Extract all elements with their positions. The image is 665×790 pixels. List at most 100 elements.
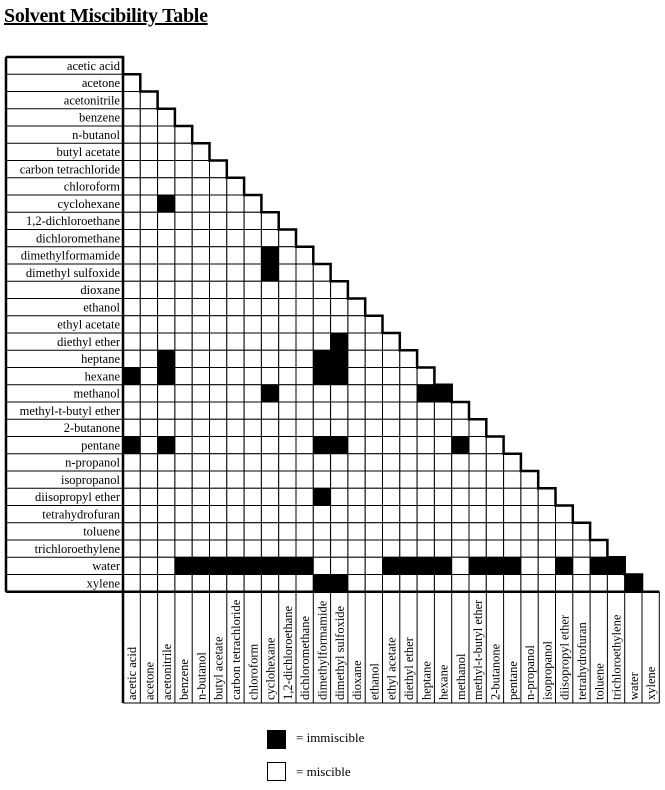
miscible-cell: [243, 470, 262, 489]
miscible-cell: [122, 418, 141, 437]
miscible-cell: [295, 280, 314, 299]
miscible-cell: [157, 470, 176, 489]
miscible-cell: [451, 418, 470, 437]
miscible-cell: [330, 280, 349, 299]
col-label-benzene: benzene: [177, 659, 191, 700]
miscible-cell: [122, 315, 141, 334]
miscible-cell: [209, 229, 228, 248]
miscible-cell: [260, 211, 280, 230]
miscible-cell: [191, 280, 210, 299]
miscible-cell: [295, 263, 314, 282]
immiscible-cell: [451, 436, 470, 455]
miscible-cell: [278, 384, 297, 403]
miscible-cell: [312, 384, 332, 403]
miscible-cell: [174, 522, 193, 541]
miscible-cell: [364, 522, 384, 541]
miscible-cell: [243, 211, 262, 230]
miscible-cell: [416, 418, 435, 437]
miscible-cell: [606, 574, 626, 593]
miscible-cell: [433, 401, 453, 420]
col-label-acetone: acetone: [142, 661, 156, 700]
miscible-cell: [451, 505, 470, 524]
miscible-cell: [139, 160, 159, 179]
immiscible-cell: [468, 556, 487, 575]
miscible-cell: [312, 280, 332, 299]
row-label-water: water: [92, 559, 121, 573]
miscible-cell: [399, 505, 418, 524]
row-label-tetrahydrofuran: tetrahydrofuran: [42, 507, 120, 521]
miscible-cell: [399, 401, 418, 420]
miscible-cell: [157, 246, 176, 265]
miscible-cell: [433, 539, 453, 558]
col-label-acetic-acid: acetic acid: [125, 646, 139, 700]
miscible-cell: [139, 211, 159, 230]
miscible-cell: [295, 487, 314, 506]
miscible-cell: [399, 470, 418, 489]
immiscible-cell: [295, 556, 314, 575]
miscible-cell: [468, 574, 487, 593]
miscible-cell: [139, 539, 159, 558]
miscible-cell: [537, 574, 557, 593]
miscible-cell: [295, 539, 314, 558]
immiscible-cell: [312, 574, 332, 593]
miscible-cell: [157, 332, 176, 351]
miscible-cell: [485, 505, 505, 524]
col-label-carbon-tetrachloride: carbon tetrachloride: [229, 599, 243, 700]
miscible-cell: [295, 384, 314, 403]
miscible-cell: [330, 505, 349, 524]
miscible-cell: [122, 73, 141, 92]
row-label-isopropanol: isopropanol: [61, 473, 121, 487]
row-label-acetic-acid: acetic acid: [67, 59, 121, 73]
miscible-cell: [157, 522, 176, 541]
miscible-cell: [243, 436, 262, 455]
miscible-cell: [174, 125, 193, 144]
col-label-diisopropyl-ether: diisopropyl ether: [558, 614, 572, 700]
row-label-butyl-acetate: butyl acetate: [56, 145, 120, 159]
miscible-cell: [503, 539, 522, 558]
miscible-cell: [191, 298, 210, 317]
miscible-cell: [451, 574, 470, 593]
miscible-cell: [157, 539, 176, 558]
miscible-cell: [139, 315, 159, 334]
miscible-cell: [485, 487, 505, 506]
miscible-cell: [451, 453, 470, 472]
miscible-cell: [399, 436, 418, 455]
col-label-n-propanol: n-propanol: [523, 645, 537, 700]
miscible-cell: [572, 574, 591, 593]
miscible-cell: [416, 401, 435, 420]
miscible-cell: [278, 470, 297, 489]
miscible-cell: [243, 263, 262, 282]
miscible-cell: [243, 505, 262, 524]
miscible-cell: [226, 246, 245, 265]
miscible-cell: [209, 418, 228, 437]
miscible-cell: [122, 280, 141, 299]
miscible-cell: [260, 418, 280, 437]
miscible-cell: [139, 436, 159, 455]
miscible-cell: [399, 487, 418, 506]
miscible-cell: [295, 367, 314, 386]
miscible-cell: [191, 384, 210, 403]
miscible-cell: [278, 487, 297, 506]
row-label-cyclohexane: cyclohexane: [58, 197, 121, 211]
miscible-cell: [260, 522, 280, 541]
miscible-cell: [174, 367, 193, 386]
miscible-cell: [139, 108, 159, 127]
miscible-cell: [157, 315, 176, 334]
row-label-chloroform: chloroform: [64, 180, 121, 194]
miscible-cell: [226, 453, 245, 472]
immiscible-cell: [399, 556, 418, 575]
miscible-cell: [122, 384, 141, 403]
miscible-cell: [416, 522, 435, 541]
miscible-cell: [399, 418, 418, 437]
miscible-cell: [243, 298, 262, 317]
row-label-heptane: heptane: [81, 352, 120, 366]
miscible-cell: [382, 487, 401, 506]
miscible-cell: [157, 160, 176, 179]
immiscible-cell: [382, 556, 401, 575]
col-label-hexane: hexane: [437, 664, 451, 700]
miscible-cell: [209, 505, 228, 524]
immiscible-cell: [606, 556, 626, 575]
miscible-cell: [295, 332, 314, 351]
miscible-cell: [260, 470, 280, 489]
miscible-cell: [191, 401, 210, 420]
